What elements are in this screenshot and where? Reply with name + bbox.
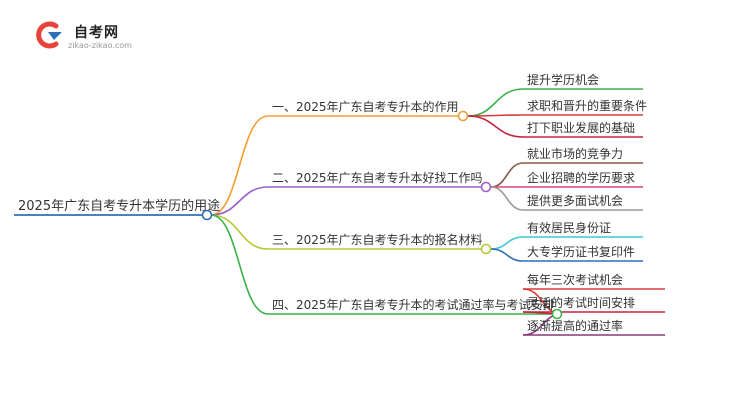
- logo-name: 自考网: [74, 25, 119, 41]
- logo-c-icon: [36, 21, 62, 49]
- site-logo[interactable]: 自考网 zikao-zikao.com: [34, 20, 144, 54]
- branch-topic: 三、2025年广东自考专升本的报名材料: [272, 232, 483, 247]
- leaf-connector: [467, 115, 524, 138]
- branch-connector: [210, 115, 269, 216]
- branch-connector: [210, 186, 269, 216]
- leaf-topic: 有效居民身份证: [527, 220, 611, 235]
- leaf-topic: 灵活的考试时间安排: [527, 295, 635, 310]
- branch-collapse-toggle[interactable]: [457, 110, 469, 122]
- leaf-topic: 打下职业发展的基础: [527, 120, 635, 135]
- leaf-topic: 提供更多面试机会: [527, 193, 623, 208]
- leaf-connector: [467, 88, 524, 117]
- branch-connector: [210, 214, 269, 250]
- branch-topic: 一、2025年广东自考专升本的作用: [272, 99, 459, 114]
- branch-collapse-toggle[interactable]: [480, 243, 492, 255]
- leaf-connector: [490, 162, 524, 188]
- leaf-topic: 大专学历证书复印件: [527, 244, 635, 259]
- branch-topic: 二、2025年广东自考专升本好找工作吗: [272, 170, 483, 185]
- leaf-topic: 就业市场的竞争力: [527, 146, 623, 161]
- leaf-topic: 逐渐提高的通过率: [527, 318, 623, 333]
- mind-map-nodes: 2025年广东自考专升本学历的用途 一、2025年广东自考专升本的作用 提升学历机会…: [18, 72, 647, 333]
- branch-collapse-toggle[interactable]: [480, 181, 492, 193]
- leaf-topic: 每年三次考试机会: [527, 272, 623, 287]
- leaf-connector: [490, 236, 524, 250]
- leaf-connector: [490, 248, 524, 262]
- leaf-topic: 提升学历机会: [527, 72, 599, 87]
- leaf-connector: [490, 186, 524, 211]
- leaf-topic: 求职和晋升的重要条件: [527, 98, 647, 113]
- leaf-topic: 企业招聘的学历要求: [527, 170, 635, 185]
- root-collapse-toggle[interactable]: [201, 209, 213, 221]
- logo-url: zikao-zikao.com: [68, 41, 132, 50]
- branch-connector: [210, 214, 269, 315]
- root-topic: 2025年广东自考专升本学历的用途: [18, 198, 220, 214]
- branch-collapse-toggle[interactable]: [551, 308, 563, 320]
- connector-lines: [14, 88, 665, 336]
- branch-topic: 四、2025年广东自考专升本的考试通过率与考试安排: [272, 297, 555, 312]
